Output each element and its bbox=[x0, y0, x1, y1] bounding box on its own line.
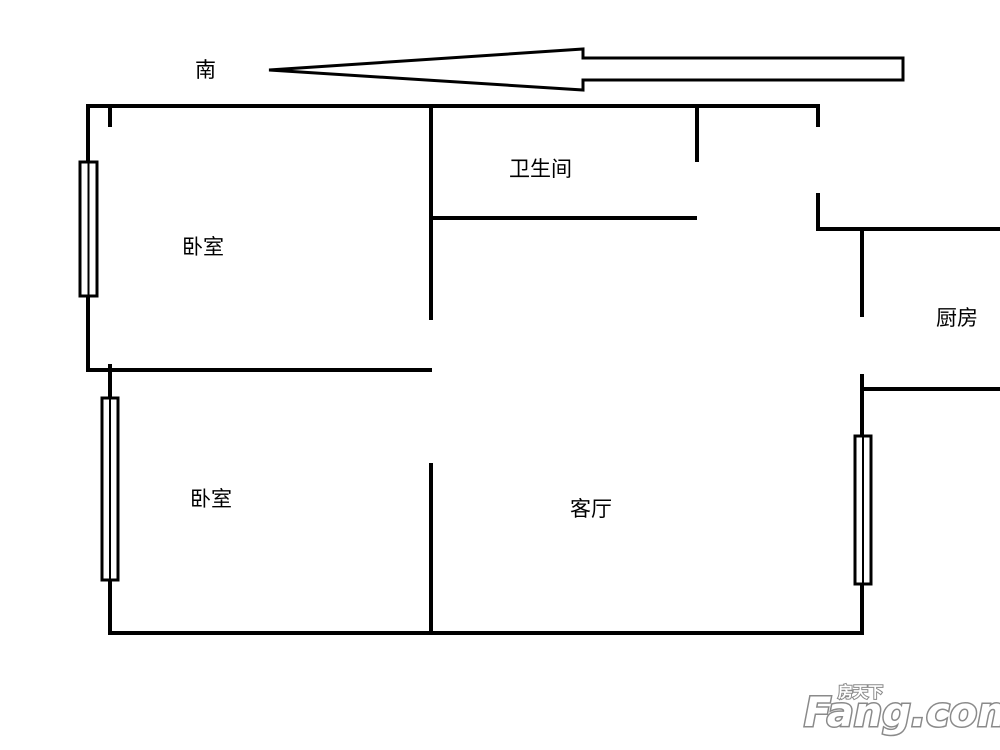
window-bottom-bedroom bbox=[100, 396, 120, 582]
window-living-room bbox=[853, 434, 873, 586]
room-label-bathroom: 卫生间 bbox=[509, 157, 572, 181]
arrow-icon bbox=[268, 47, 905, 92]
compass-label: 南 bbox=[195, 58, 216, 82]
watermark-logo: 房天下 Fang.com bbox=[803, 682, 1000, 738]
room-label-bedroom-bottom: 卧室 bbox=[190, 487, 232, 511]
window-top-bedroom bbox=[78, 160, 99, 298]
room-label-bedroom-top: 卧室 bbox=[182, 235, 224, 259]
room-label-living-room: 客厅 bbox=[570, 497, 612, 521]
watermark-cn: 房天下 bbox=[838, 683, 883, 701]
direction-arrow bbox=[268, 47, 905, 92]
watermark-site: Fang.com bbox=[804, 690, 1000, 736]
room-label-kitchen: 厨房 bbox=[936, 306, 978, 330]
